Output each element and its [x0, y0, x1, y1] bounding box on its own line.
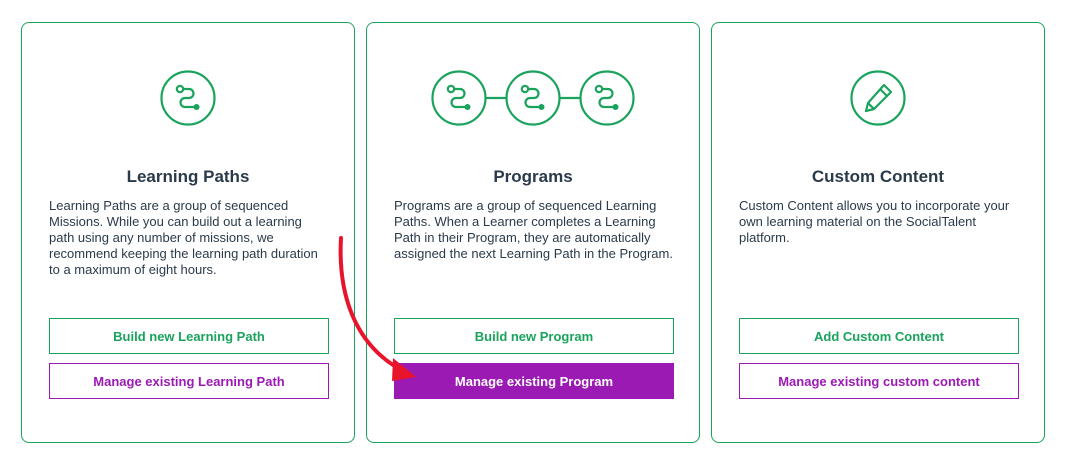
custom-content-card: Custom Content Custom Content allows you…	[711, 22, 1045, 443]
card-description: Learning Paths are a group of sequenced …	[49, 198, 318, 277]
build-learning-path-button[interactable]: Build new Learning Path	[49, 318, 329, 354]
manage-learning-path-button[interactable]: Manage existing Learning Path	[49, 363, 329, 399]
programs-card: Programs Programs are a group of sequenc…	[366, 22, 700, 443]
add-custom-content-button[interactable]: Add Custom Content	[739, 318, 1019, 354]
card-title: Custom Content	[811, 167, 945, 186]
manage-custom-content-button[interactable]: Manage existing custom content	[739, 363, 1019, 399]
path-icon	[22, 69, 354, 127]
card-title: Programs	[493, 167, 573, 186]
card-description: Programs are a group of sequenced Learni…	[394, 198, 673, 261]
learning-paths-card: Learning Paths Learning Paths are a grou…	[21, 22, 355, 443]
card-description: Custom Content allows you to incorporate…	[739, 198, 1010, 245]
manage-program-button[interactable]: Manage existing Program	[394, 363, 674, 399]
build-program-button[interactable]: Build new Program	[394, 318, 674, 354]
program-icon	[367, 69, 699, 127]
pencil-icon	[712, 69, 1044, 127]
card-title: Learning Paths	[126, 167, 250, 186]
